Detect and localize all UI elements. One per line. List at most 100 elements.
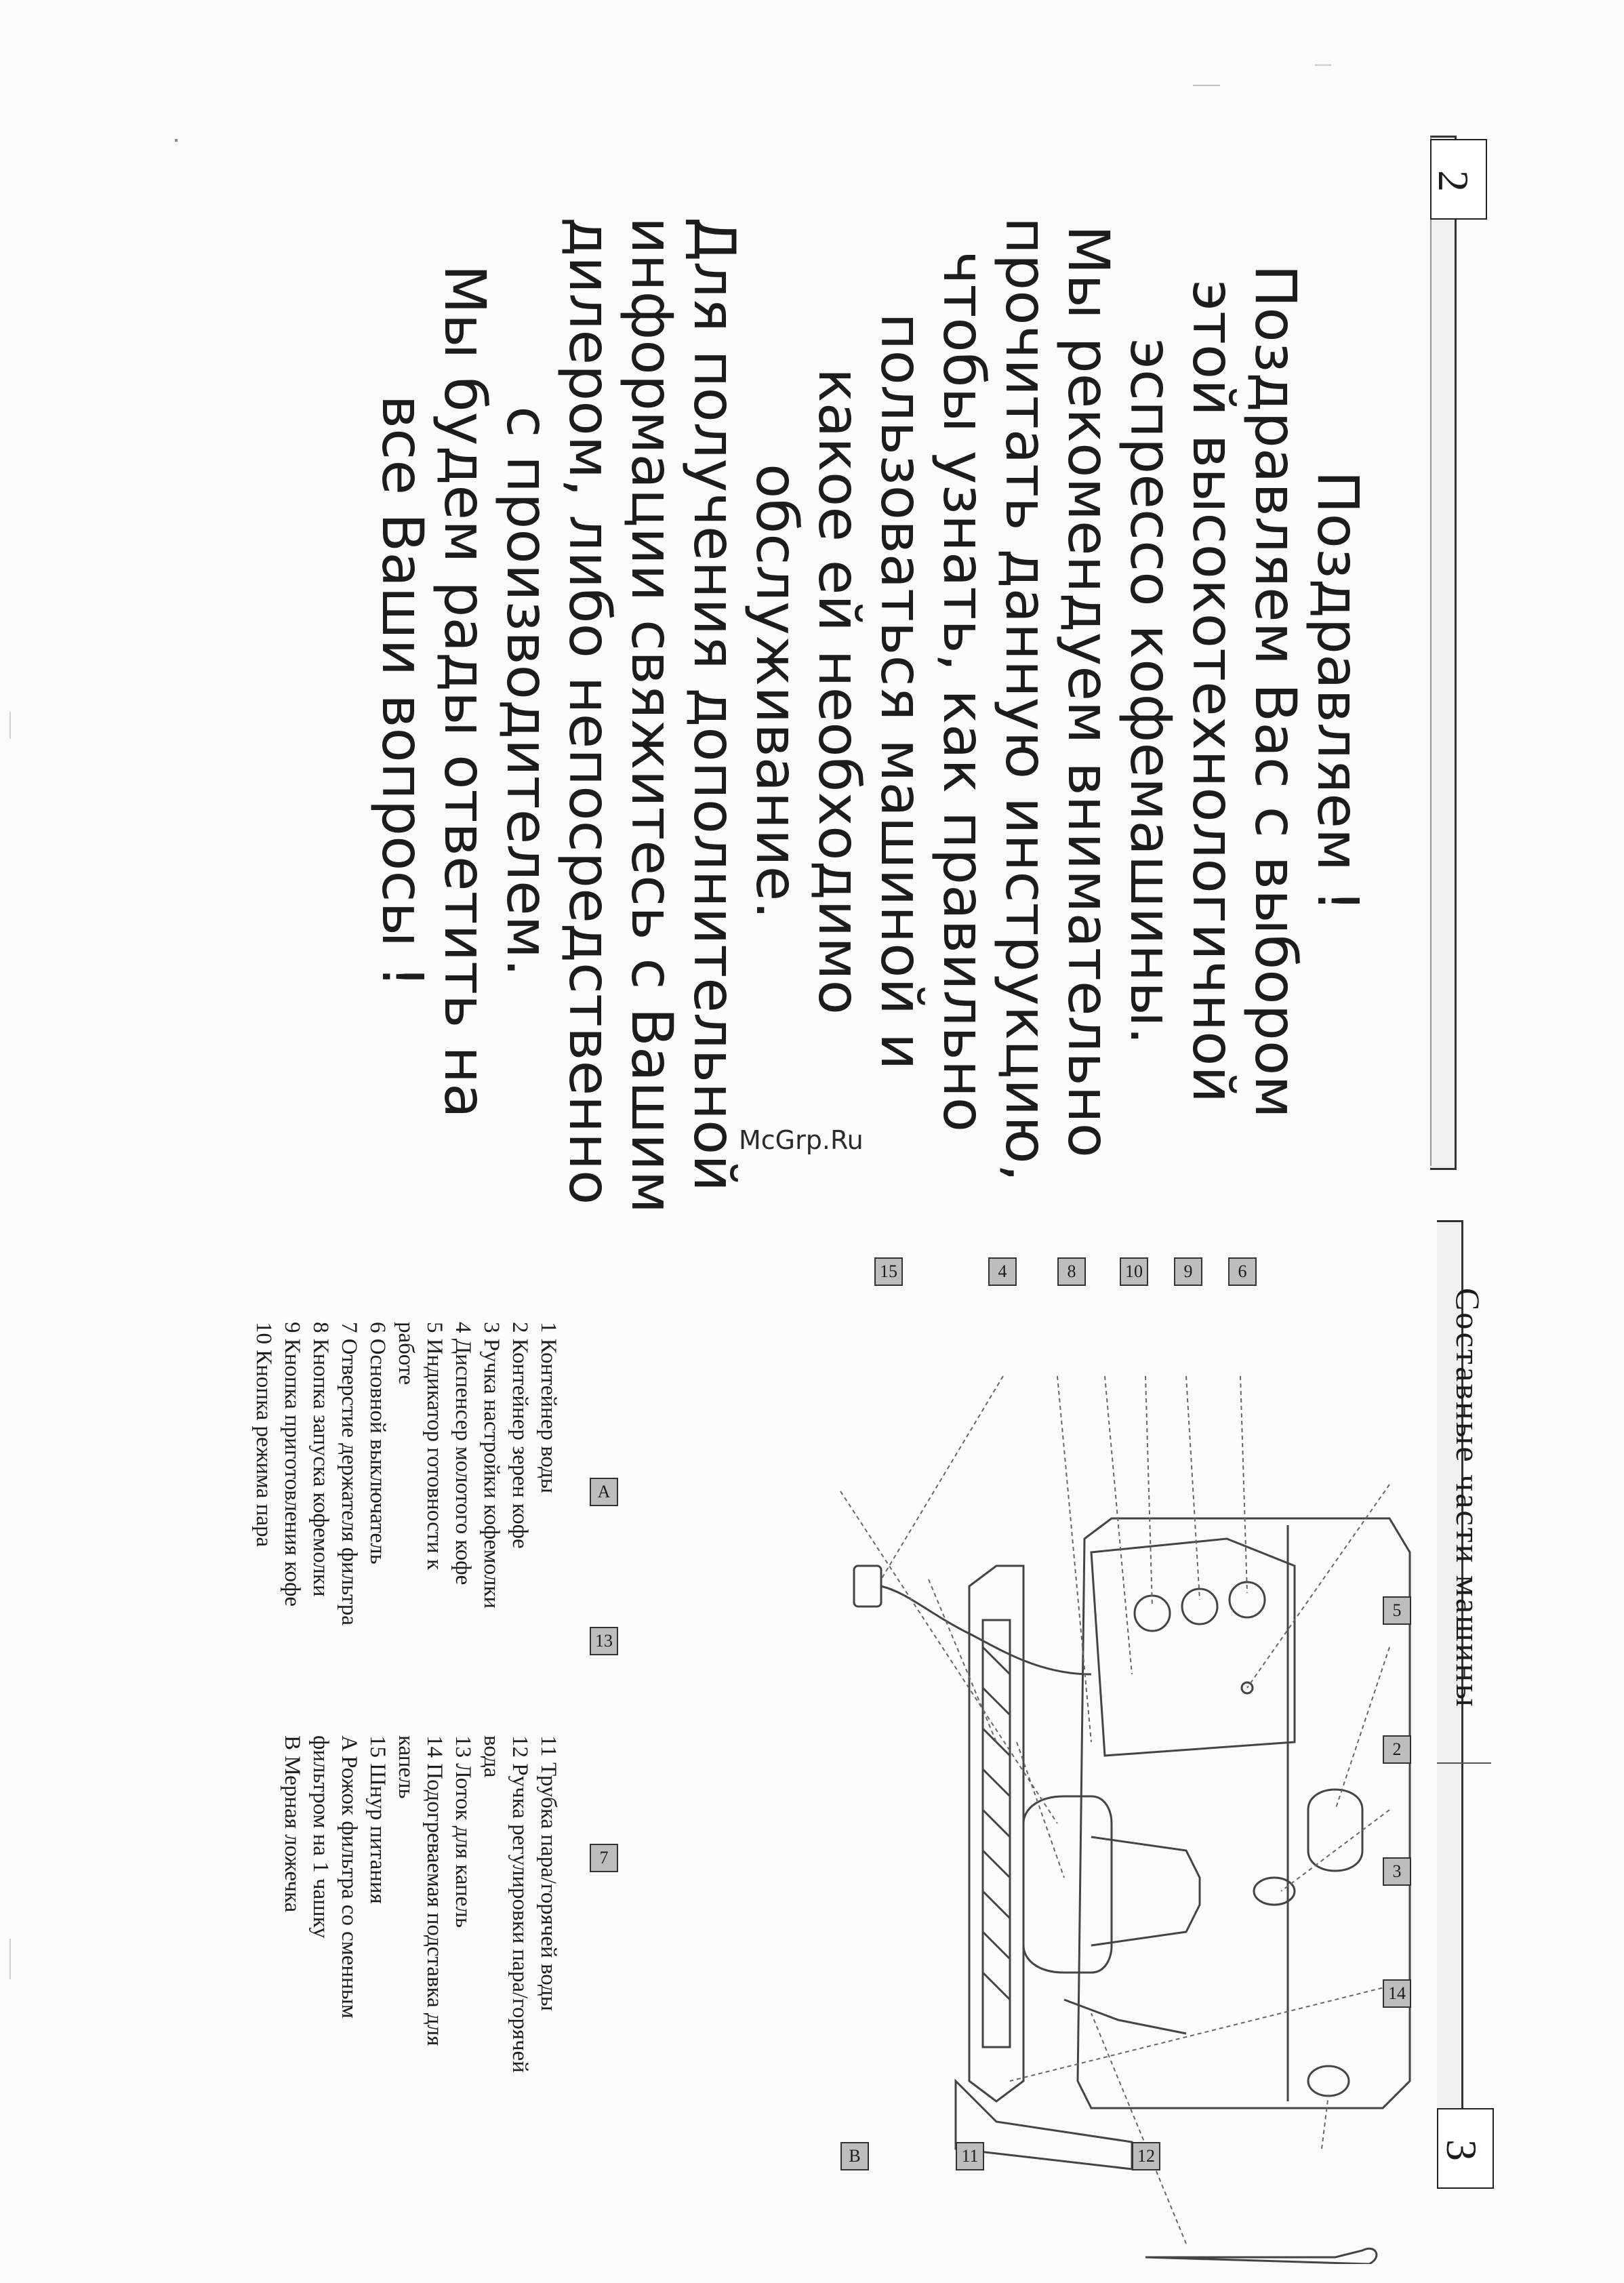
page-3-divider: [1437, 1762, 1491, 1764]
callout-8: 8: [1057, 1257, 1086, 1286]
leader-14: [1009, 1985, 1390, 2082]
button-6-shape: [1228, 1581, 1266, 1619]
callout-7: 7: [590, 1844, 618, 1872]
spoon-shape: [1145, 2247, 1378, 2264]
leader-13: [928, 1579, 997, 1743]
callout-5: 5: [1383, 1596, 1411, 1625]
greeting-line: все Ваши вопросы !: [369, 395, 436, 988]
scan-speck: [175, 139, 178, 142]
part-list-item: вода: [479, 1735, 504, 1778]
portafilter-shape: [1091, 1836, 1201, 1947]
callout-A: A: [590, 1478, 618, 1506]
greeting-line: прочитать данную инструкцию,: [993, 217, 1059, 1182]
leader-6: [1240, 1375, 1248, 1594]
leader-8: [1104, 1375, 1133, 1675]
drip-grate-hatch: [981, 1646, 1011, 2001]
greeting-line: Мы будем рады ответить на: [432, 264, 498, 1118]
steam-knob-shape: [1307, 2065, 1350, 2097]
callout-11: 11: [956, 2142, 984, 2170]
callout-4: 4: [988, 1257, 1017, 1286]
part-list-item: 10 Кнопка режима пара: [251, 1322, 276, 1548]
scan-speck: [9, 1939, 11, 1979]
bean-container-shape: [1307, 1788, 1364, 1872]
callout-14: 14: [1383, 1979, 1411, 2008]
greeting-line: с производителем.: [494, 406, 561, 977]
machine-body: [1076, 1517, 1411, 2109]
part-list-item: 15 Шнур питания: [365, 1735, 390, 1904]
greeting-line: информации свяжитесь с Вашим: [619, 217, 685, 1214]
greeting-line: эспрессо кофемашины.: [1118, 338, 1184, 1045]
part-list-item: 1 Контейнер воды: [536, 1322, 561, 1493]
watermark: McGrp.Ru: [739, 1125, 864, 1155]
leader-15: [880, 1375, 1004, 1580]
control-panel: [1090, 1537, 1296, 1757]
greeting-line: обслуживание.: [744, 464, 810, 919]
part-list-item: 7 Отверстие держателя фильтра: [337, 1322, 361, 1625]
page-2-frame: [1430, 136, 1457, 1170]
greeting-line: Поздравляем Вас с выбором: [1242, 264, 1309, 1118]
greeting-line: пользоваться машиной и: [868, 312, 935, 1070]
greeting-line: Мы рекомендуем внимательно: [1055, 224, 1122, 1158]
callout-9: 9: [1174, 1257, 1202, 1286]
callout-13: 13: [590, 1627, 618, 1655]
page-3-number-box: [1437, 2108, 1494, 2189]
scan-speck: [9, 712, 11, 739]
part-list-item: B Мерная ложечка: [280, 1735, 304, 1913]
leader-7: [1016, 1741, 1065, 1878]
part-list-item: работе: [394, 1322, 418, 1386]
greeting-line: чтобы узнать, как правильно: [931, 250, 997, 1133]
power-cord-shape: [880, 1585, 1092, 1676]
plug-shape: [853, 1564, 882, 1608]
steam-wand-shape: [1063, 1998, 1187, 2035]
part-list-item: 4 Диспенсер молотого кофе: [451, 1322, 475, 1585]
greeting-line: дилером, либо непосредственно: [556, 217, 623, 1205]
leader-9: [1185, 1375, 1200, 1600]
part-list-item: 11 Трубка пара/горячей воды: [536, 1735, 561, 2011]
machine-diagram: [840, 1375, 1411, 2264]
part-list-item: 12 Ручка регулировки пара/горячей: [508, 1735, 532, 2073]
callout-2: 2: [1383, 1735, 1411, 1764]
page-2-number-box: [1430, 139, 1487, 220]
part-list-item: фильтром на 1 чашку: [308, 1735, 333, 1939]
part-list-item: капель: [394, 1735, 418, 1799]
greeting-line: какое ей необходимо: [806, 367, 872, 1015]
callout-15: 15: [874, 1257, 903, 1286]
leader-5: [1246, 1484, 1390, 1689]
scan-speck: [1193, 85, 1220, 86]
grinder-knob-shape: [1253, 1876, 1296, 1906]
callout-10: 10: [1120, 1257, 1148, 1286]
part-list-item: 8 Кнопка запуска кофемолки: [308, 1322, 333, 1597]
leader-4: [1057, 1375, 1092, 1743]
callout-6: 6: [1228, 1257, 1257, 1286]
greeting-line: Для получения дополнительной: [681, 217, 748, 1192]
part-list-item: 5 Индикатор готовности к: [422, 1322, 447, 1571]
leader-12: [1321, 2094, 1329, 2149]
part-list-item: 3 Ручка настройки кофемолки: [479, 1322, 504, 1609]
part-list-item: 14 Подогреваемая подставка для: [422, 1735, 447, 2046]
scan-speck: [1315, 64, 1331, 66]
part-list-item: 6 Основной выключатель: [365, 1322, 390, 1564]
leader-3: [1280, 1809, 1390, 1892]
page-2-number: 2: [1429, 170, 1478, 192]
part-list-item: A Рожок фильтра со сменным: [337, 1735, 361, 2019]
part-list-item: 9 Кнопка приготовления кофе: [280, 1322, 304, 1607]
leader-A: [840, 1491, 1058, 1824]
drip-grate: [981, 1619, 1011, 2048]
leader-10: [1145, 1375, 1153, 1607]
leader-2: [1335, 1646, 1390, 1811]
callout-3: 3: [1383, 1857, 1411, 1886]
leader-11: [1091, 2013, 1187, 2244]
part-list-item: 13 Лоток для капель: [451, 1735, 475, 1928]
drip-tray-shape: [968, 1564, 1025, 2103]
indicator-5-shape: [1240, 1681, 1254, 1695]
greeting-line: этой высокотехнологичной: [1180, 279, 1246, 1104]
filter-holder-shape: [1022, 1795, 1113, 1974]
part-list-item: 2 Контейнер зерен кофе: [508, 1322, 532, 1549]
page-2-header-band: [1430, 136, 1479, 1166]
button-9-shape: [1181, 1588, 1219, 1625]
callout-12: 12: [1132, 2142, 1160, 2170]
